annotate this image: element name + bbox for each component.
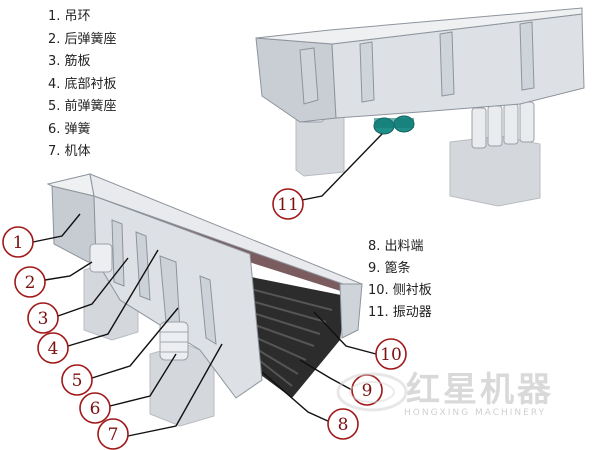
leader-2 [44,261,93,281]
leader-1 [32,213,81,243]
rear-trough-side [255,37,337,123]
watermark-brand: 红星机器 [406,370,554,410]
legend-left: 1. 吊环 2. 后弹簧座 3. 筋板 4. 底部衬板 5. 前弹簧座 6. 弹… [48,6,117,164]
legend-item-2: 2. 后弹簧座 [48,31,117,47]
callout-7: 7 [97,418,129,450]
svg-text:5: 5 [72,371,83,391]
callout-1: 1 [2,226,34,258]
leader-9 [299,359,353,391]
legend-right: 8. 出料端 9. 篦条 10. 侧衬板 11. 振动器 [368,236,432,324]
front-trough-side [51,185,97,263]
legend-item-8: 8. 出料端 [368,239,424,254]
callout-10: 10 [375,338,407,370]
legend-item-10: 10. 侧衬板 [368,283,432,298]
legend-item-4: 4. 底部衬板 [48,76,117,92]
watermark-brand-en: HONGXING MACHINERY [404,408,547,418]
legend-item-1: 1. 吊环 [48,9,91,24]
svg-text:9: 9 [362,381,373,401]
leader-6 [109,353,177,407]
svg-text:6: 6 [90,399,101,419]
legend-item-6: 6. 弹簧 [48,121,91,137]
legend-item-5: 5. 前弹簧座 [48,99,117,114]
leader-lines [32,133,383,437]
callout-8: 8 [327,408,359,440]
callout-6: 6 [79,392,111,424]
rear-view-machine [255,7,585,207]
leader-10 [313,311,377,355]
svg-text:11: 11 [277,195,299,215]
leader-5 [91,307,179,379]
front-spring-front [159,321,189,361]
legend-item-7: 7. 机体 [48,144,91,159]
rear-ribs [299,21,535,105]
front-trough-far-wall [339,283,363,339]
leader-8 [261,371,331,423]
leader-3 [57,257,129,317]
callout-11: 11 [272,188,304,220]
watermark-logo-icon [336,372,408,412]
svg-text:7: 7 [108,425,119,445]
svg-text:10: 10 [380,345,402,365]
callout-2: 2 [14,266,46,298]
callout-5: 5 [61,364,93,396]
callout-3: 3 [27,302,59,334]
svg-text:2: 2 [25,273,36,293]
legend-item-3: 3. 筋板 [48,54,91,69]
rear-trough-top-rim [255,7,583,45]
legend-item-11: 11. 振动器 [368,305,432,320]
leader-4 [67,249,159,347]
legend-item-9: 9. 篦条 [368,261,411,276]
callout-4: 4 [37,332,69,364]
callout-9: 9 [351,374,383,406]
svg-text:8: 8 [338,415,349,435]
svg-text:1: 1 [13,233,24,253]
svg-text:4: 4 [48,339,59,359]
front-spring-rear [89,243,113,273]
callouts: 1 2 3 4 5 6 7 8 [2,188,407,450]
leader-7 [127,343,223,437]
svg-text:3: 3 [38,309,49,329]
